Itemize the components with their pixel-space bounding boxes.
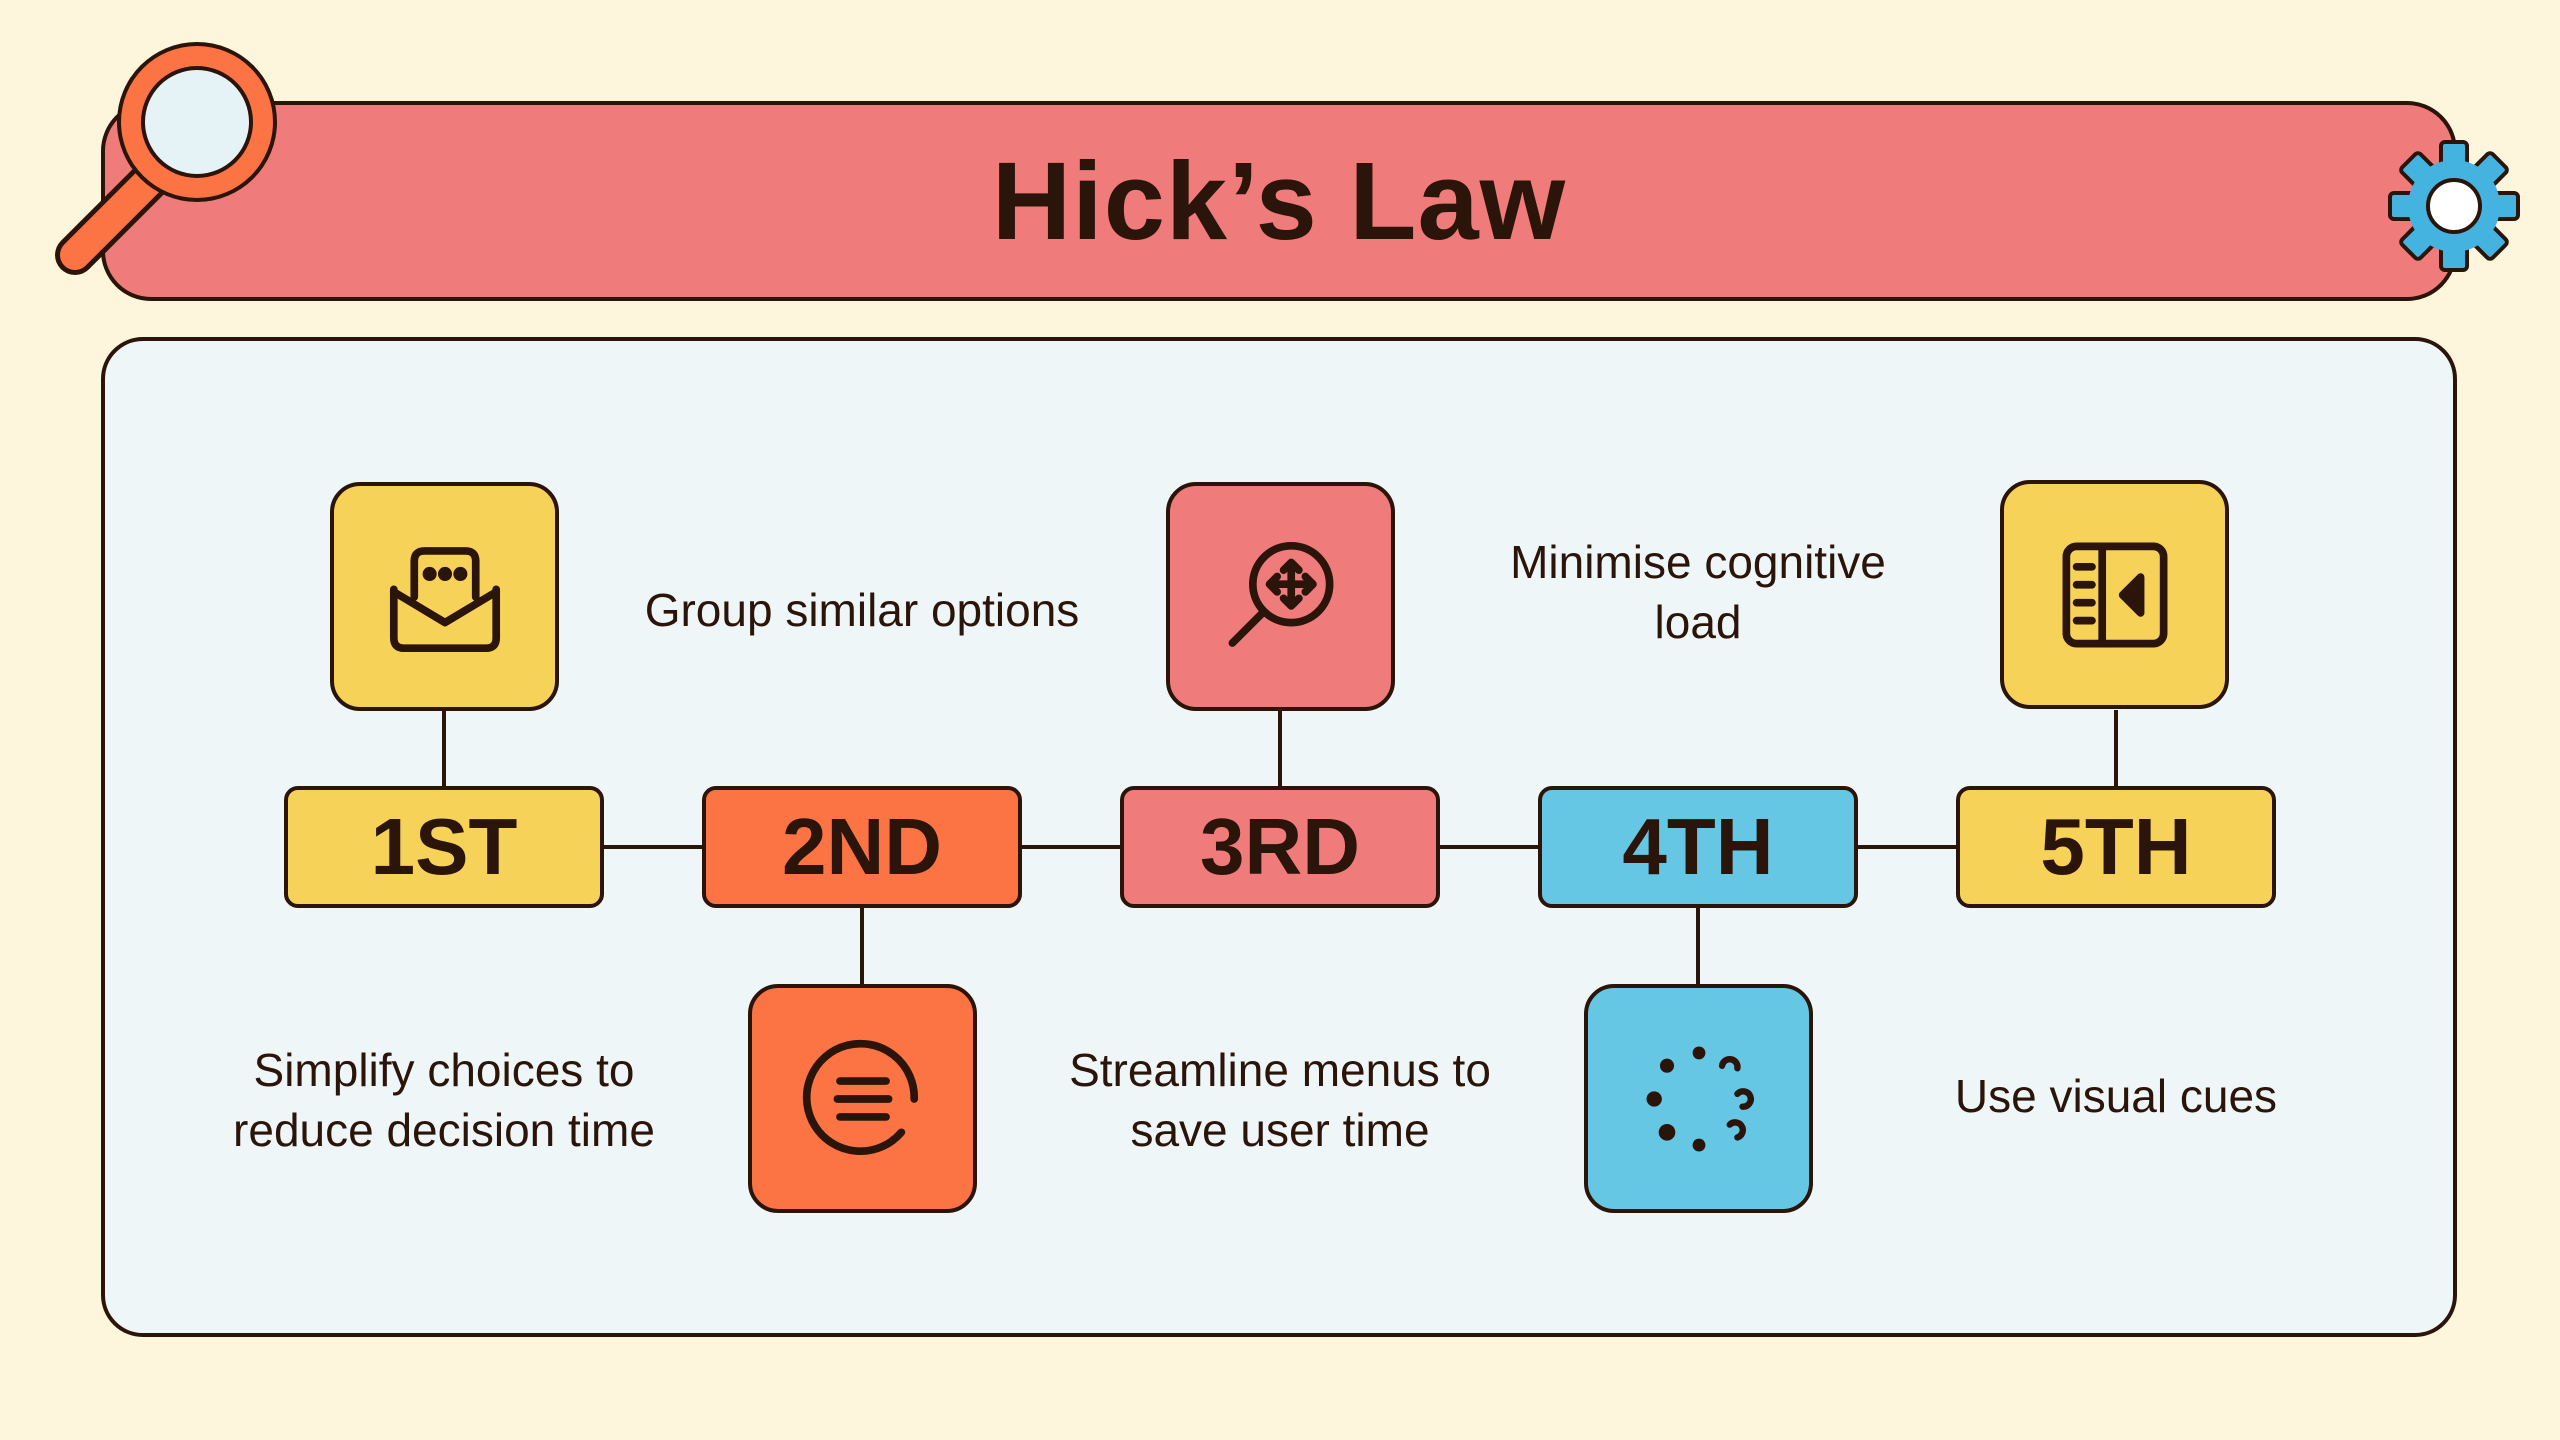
connector-line <box>860 906 864 984</box>
connector-line <box>2114 710 2118 786</box>
step-5-icon-box <box>2000 480 2229 709</box>
step-4-description: Minimise cognitive load <box>1510 536 1886 648</box>
connector-line <box>1278 710 1282 786</box>
connector-line <box>1858 845 1956 849</box>
step-3-description: Streamline menus to save user time <box>1069 1044 1491 1156</box>
zoom-move-icon <box>1228 541 1333 647</box>
step-2-icon-box <box>748 984 977 1213</box>
connector-line <box>442 710 446 786</box>
step-label-3rd: 3RD <box>1120 786 1440 908</box>
step-label-2nd: 2ND <box>702 786 1022 908</box>
step-label-4th: 4TH <box>1538 786 1858 908</box>
step-label-5th: 5TH <box>1956 786 2276 908</box>
gear-icon <box>2388 140 2520 272</box>
loading-dots-icon <box>1646 1046 1754 1151</box>
connector-line <box>1022 845 1120 849</box>
step-2-description: Group similar options <box>644 584 1080 636</box>
step-5-description: Use visual cues <box>1954 1070 2278 1122</box>
connector-line <box>1440 845 1538 849</box>
list-circle-icon <box>802 1039 918 1155</box>
connector-line <box>604 845 702 849</box>
envelope-chat-icon <box>389 546 500 652</box>
book-audio-icon <box>2062 542 2167 647</box>
step-1-description: Simplify choices to reduce decision time <box>233 1044 655 1156</box>
connector-line <box>1696 906 1700 984</box>
page-title: Hick’s Law <box>991 139 1567 263</box>
step-3-icon-box <box>1166 482 1395 711</box>
step-4-icon-box <box>1584 984 1813 1213</box>
step-label-1st: 1ST <box>284 786 604 908</box>
step-1-icon-box <box>330 482 559 711</box>
magnifier-icon <box>55 42 277 275</box>
title-banner <box>101 101 2457 301</box>
